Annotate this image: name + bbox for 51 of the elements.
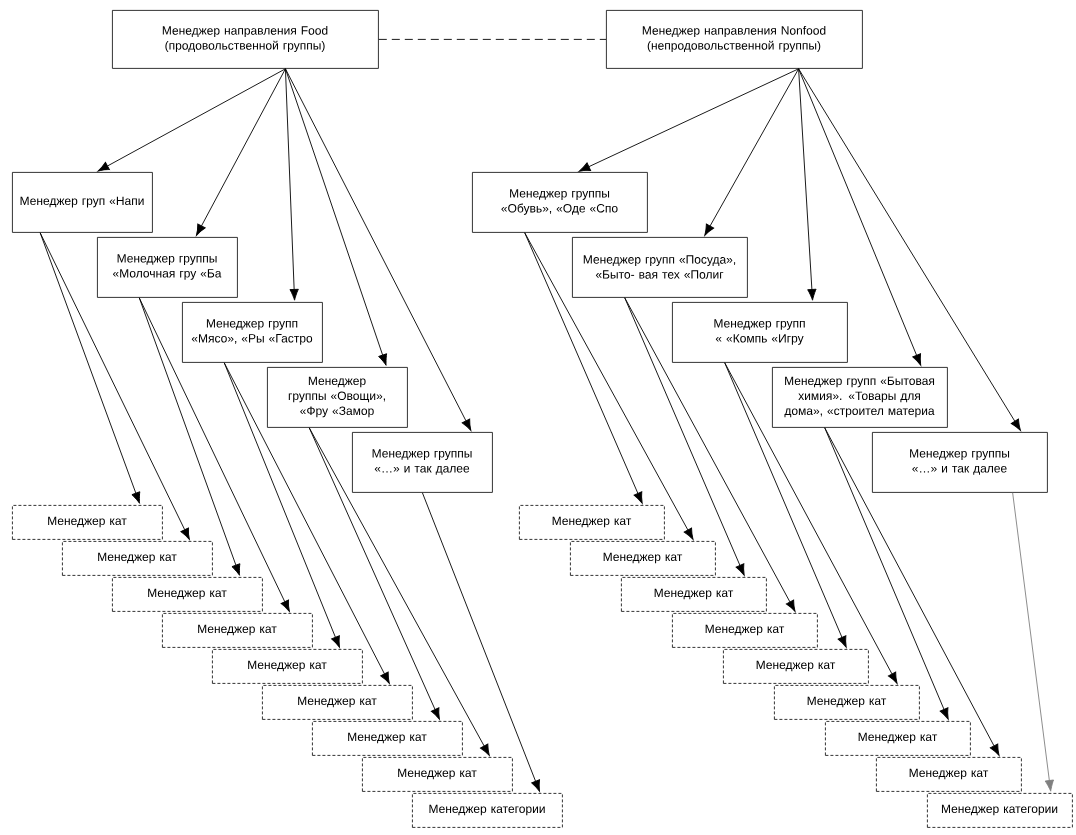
- manager-box: Менеджер группы «…» и так далее: [352, 432, 493, 493]
- category-manager-box: Менеджер кат: [12, 505, 163, 540]
- manager-box: Менеджер групп «Бытовая химия». «Товары для дома», «строител материа: [772, 367, 948, 428]
- manager-box: Менеджер групп «Мясо», «Ры «Гастро: [182, 302, 323, 363]
- category-manager-box: Менеджер кат: [312, 721, 463, 756]
- arrow: [308, 427, 490, 756]
- category-manager-box: Менеджер кат: [62, 541, 213, 576]
- arrow: [421, 492, 540, 792]
- arrow: [285, 68, 388, 366]
- arrow: [195, 68, 286, 236]
- manager-box: Менеджер группы «…» и так далее: [872, 432, 1048, 493]
- connector-line: [378, 38, 607, 40]
- category-manager-box: Менеджер категории: [412, 793, 563, 828]
- manager-box: Менеджер направления Food (продовольственной группы): [112, 10, 379, 69]
- category-manager-box: Менеджер кат: [262, 685, 413, 720]
- arrow: [578, 68, 800, 172]
- arrow: [138, 297, 290, 612]
- arrow: [285, 68, 299, 301]
- category-manager-box: Менеджер кат: [876, 757, 1022, 792]
- category-manager-box: Менеджер кат: [774, 685, 920, 720]
- manager-box: Менеджер групп « «Компь «Игру: [672, 302, 848, 363]
- manager-box: Менеджер груп «Напи: [12, 172, 153, 233]
- arrow: [798, 68, 817, 301]
- arrow: [285, 68, 472, 431]
- manager-box: Менеджер группы «Молочная гру «Ба: [97, 237, 238, 298]
- arrow: [223, 362, 390, 684]
- arrow: [39, 232, 141, 504]
- arrow: [724, 362, 898, 684]
- manager-box: Менеджер группы «Овощи», «Фру «Замор: [267, 367, 408, 428]
- manager-box: Менеджер группы «Обувь», «Оде «Спо: [472, 172, 648, 233]
- category-manager-box: Менеджер кат: [162, 613, 313, 648]
- category-manager-box: Менеджер кат: [112, 577, 263, 612]
- arrow: [824, 427, 1000, 756]
- category-manager-box: Менеджер кат: [570, 541, 716, 576]
- manager-box: Менеджер направления Nonfood (непродовольственной группы): [606, 10, 863, 69]
- category-manager-box: Менеджер кат: [621, 577, 767, 612]
- manager-box: Менеджер групп «Посуда», «Быто- вая тех «Полиг: [572, 237, 748, 298]
- arrow: [798, 68, 1021, 431]
- category-manager-box: Менеджер кат: [212, 649, 363, 684]
- arrow: [624, 297, 796, 612]
- category-manager-box: Менеджер кат: [825, 721, 971, 756]
- arrow: [1012, 492, 1054, 792]
- arrow: [97, 68, 286, 172]
- category-manager-box: Менеджер кат: [723, 649, 869, 684]
- category-manager-box: Менеджер кат: [362, 757, 513, 792]
- arrow: [39, 232, 190, 540]
- arrow: [704, 68, 800, 236]
- category-manager-box: Менеджер кат: [672, 613, 818, 648]
- arrow: [524, 232, 694, 540]
- category-manager-box: Менеджер категории: [927, 793, 1073, 828]
- category-manager-box: Менеджер кат: [519, 505, 665, 540]
